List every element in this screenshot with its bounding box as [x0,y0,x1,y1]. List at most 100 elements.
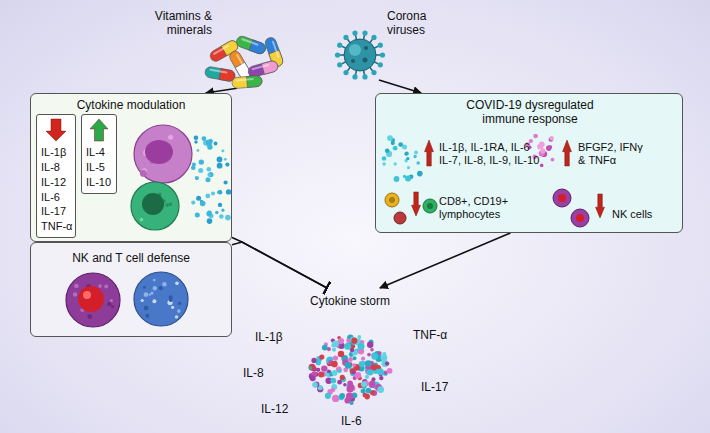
circle-shape [226,189,231,194]
circle-shape [206,140,212,146]
circle-shape [403,175,406,178]
circle-shape [384,371,388,375]
circle-shape [333,356,338,361]
circle-shape [346,339,350,343]
circle-shape [331,388,335,392]
circle-shape [98,284,102,288]
circle-shape [378,43,383,48]
node-text: IL-8 [243,366,264,380]
circle-shape [540,164,544,168]
circle-shape [197,149,200,152]
circle-shape [558,194,566,202]
circle-shape [351,59,355,63]
circle-shape [194,136,199,141]
circle-shape [175,315,178,318]
circle-shape [224,180,228,184]
circle-shape [358,343,365,350]
circle-shape [367,353,371,357]
circle-shape [344,39,376,71]
circle-shape [361,389,366,394]
circle-shape [359,361,365,367]
circle-shape [217,190,221,194]
node-text: BFGF2, IFNγ & TNFα [578,141,650,167]
circle-shape [322,345,328,351]
circle-shape [416,161,420,165]
circle-shape [549,145,552,148]
circle-shape [382,352,386,356]
circle-shape [423,199,437,213]
circle-shape [363,58,368,63]
circle-shape [394,162,397,165]
supplement-figure: Vitamins & minerals [150,5,295,90]
circle-shape [225,215,231,221]
covid-response-panel: COVID-19 dysregulated immune responseIL-… [375,93,683,233]
node-heading: IL-4 IL-5 IL-10 [86,145,116,190]
g-shape [247,60,279,78]
circle-shape [337,43,342,48]
circle-shape [361,357,365,361]
circle-shape [218,203,222,207]
circle-shape [335,52,340,57]
circle-shape [407,166,410,169]
circle-shape [332,395,339,402]
cytokine-storm-cloud: Cytokine stormIL-1βTNF-αIL-8IL-17IL-12IL… [235,288,465,432]
circle-shape [206,211,211,216]
circle-shape [332,341,339,348]
circle-shape [196,196,201,201]
circle-shape [371,364,377,370]
circle-shape [144,306,149,311]
circle-shape [153,286,157,290]
decrease-list-box: IL-1β IL-8 IL-12 IL-6 IL-17 TNF-α [36,114,76,238]
circle-shape [310,375,316,381]
rect-shape [232,75,263,89]
circle-shape [319,354,324,359]
circle-shape [104,285,108,289]
circle-shape [351,338,357,344]
circle-shape [371,70,376,75]
circle-shape [394,212,406,224]
circle-shape [355,372,362,379]
circle-shape [205,194,210,199]
circle-shape [208,172,213,177]
circle-shape [365,360,371,366]
circle-shape [364,46,368,50]
circle-shape [142,193,164,215]
inhibit-connector [232,238,327,289]
node-text: TNF-α [413,328,447,342]
rect-shape [209,69,227,74]
circle-shape [350,368,356,374]
circle-shape [378,351,382,355]
ellipse-shape [145,140,173,164]
circle-shape [387,368,393,374]
circle-shape [385,361,389,365]
circle-shape [393,146,398,151]
circle-shape [74,284,78,288]
circle-shape [73,292,77,296]
circle-shape [339,393,345,399]
circle-shape [380,52,385,57]
circle-shape [140,218,144,222]
circle-shape [169,298,173,302]
circle-shape [162,282,166,286]
circle-shape [362,31,367,36]
circle-shape [365,375,369,379]
circle-shape [344,343,351,350]
circle-shape [372,377,376,381]
circle-shape [352,363,356,367]
circle-shape [159,286,163,290]
circle-shape [378,62,383,67]
circle-shape [377,386,384,393]
circle-shape [218,190,223,195]
circle-shape [318,372,324,378]
polygon-shape [90,119,108,141]
circle-shape [194,140,197,143]
circle-shape [571,209,589,227]
circle-shape [221,209,224,212]
rect-shape [204,66,235,82]
circle-shape [533,134,538,139]
circle-shape [143,286,146,289]
circle-shape [312,382,318,388]
circle-shape [207,173,211,177]
circle-shape [78,286,104,312]
